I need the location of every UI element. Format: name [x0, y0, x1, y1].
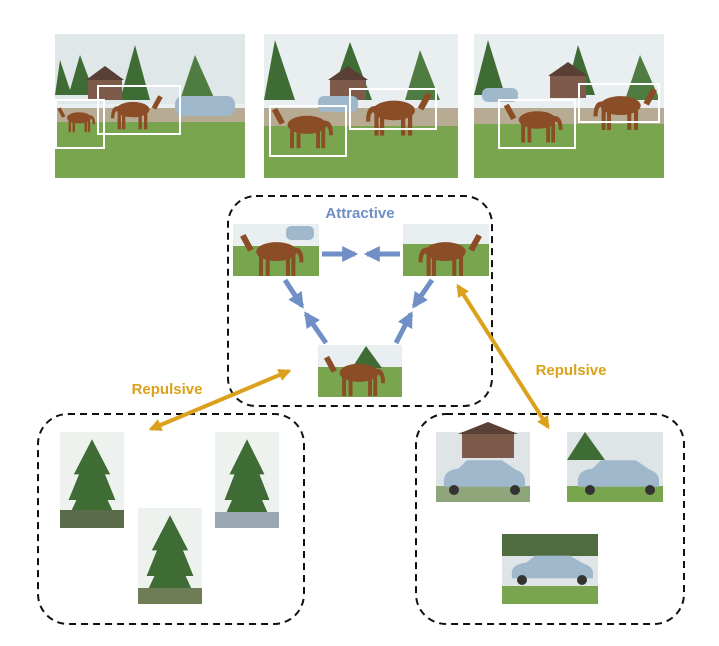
attractive-arrows	[282, 245, 435, 345]
scene-photo-3	[474, 34, 664, 178]
tree-crop-2	[215, 432, 279, 528]
repulsive-arrow-right	[456, 283, 550, 430]
car-crop-1	[436, 422, 530, 502]
tree-crop-1	[60, 432, 124, 528]
attractive-arrow-left-down	[282, 278, 305, 309]
attractive-arrow-bottom-up-right	[393, 311, 414, 345]
horse-crop-left	[233, 224, 319, 276]
attractive-arrow-right-down	[411, 278, 435, 309]
tree-crop-3	[138, 508, 202, 604]
repulsive-arrows	[148, 283, 550, 431]
horse-crop-right	[403, 224, 489, 276]
car-cluster-border	[415, 413, 685, 625]
scene-photo-2	[264, 34, 458, 178]
repulsive-label-left: Repulsive	[132, 381, 203, 398]
repulsive-label-right: Repulsive	[536, 362, 607, 379]
repulsive-arrow-left	[148, 369, 292, 431]
attractive-arrow-bottom-up-left	[303, 311, 329, 345]
car-crop-3	[502, 534, 598, 604]
horse-crop-bottom	[318, 345, 402, 397]
car-crop-2	[567, 432, 663, 502]
scene-photo-1	[55, 34, 245, 178]
attractive-label: Attractive	[325, 205, 394, 222]
